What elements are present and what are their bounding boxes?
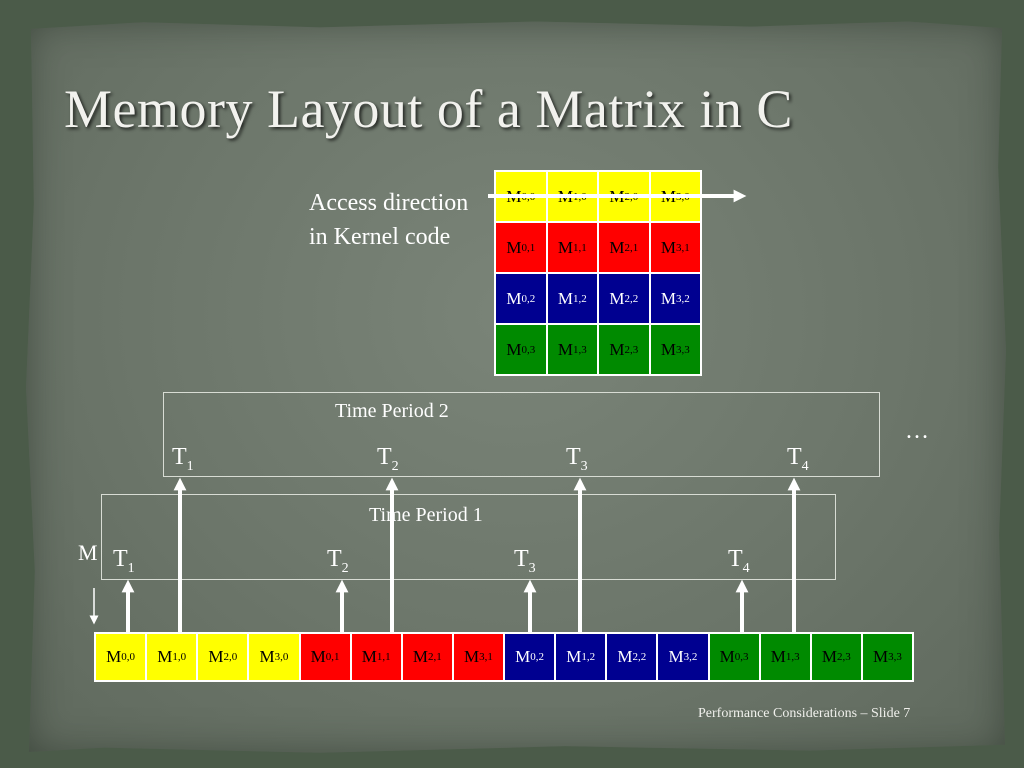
tp1-thread-3: T3 <box>514 546 536 576</box>
tp1-thread-2: T2 <box>327 546 349 576</box>
slide-title: Memory Layout of a Matrix in C <box>64 79 793 139</box>
stone-panel <box>26 21 1006 753</box>
tp2-thread-3: T3 <box>566 444 588 474</box>
tp1-thread-1: T1 <box>113 546 135 576</box>
tp2-thread-2: T2 <box>377 444 399 474</box>
tp2-thread-1: T1 <box>172 444 194 474</box>
tp2-thread-4: T4 <box>787 444 809 474</box>
time-period-2-label: Time Period 2 <box>335 400 449 422</box>
slide-footer: Performance Considerations – Slide 7 <box>698 706 911 721</box>
time-period-1-box <box>101 494 836 580</box>
time-period-2-box <box>163 392 880 477</box>
m-label: M <box>78 540 98 565</box>
access-direction-label: Access direction in Kernel code <box>309 190 469 250</box>
ellipsis: … <box>905 418 929 444</box>
time-period-1-label: Time Period 1 <box>369 504 483 526</box>
tp1-thread-4: T4 <box>728 546 750 576</box>
